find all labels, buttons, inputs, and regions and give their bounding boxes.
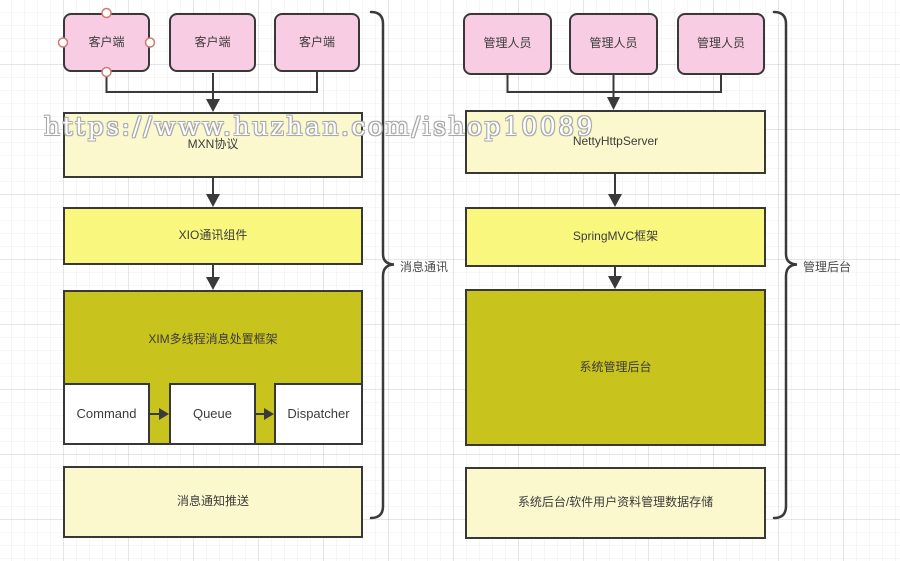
data-storage-label: 系统后台/软件用户资料管理数据存储: [517, 495, 714, 510]
resize-handle[interactable]: [101, 66, 112, 78]
connector-clients-elbow[interactable]: [105, 72, 318, 100]
xio-component-node[interactable]: XIO通讯组件: [63, 207, 363, 265]
brace-label-admin: 管理后台: [803, 260, 852, 274]
dispatcher-node-label: Dispatcher: [287, 405, 350, 421]
system-admin-backend-label: 系统管理后台: [579, 359, 652, 374]
admin-node-label: 管理人员: [696, 36, 745, 51]
client-node[interactable]: 客户端: [63, 13, 150, 72]
arrowhead-icon: [608, 276, 622, 289]
message-push-node[interactable]: 消息通知推送: [63, 466, 363, 538]
mxn-protocol-label: MXN协议: [187, 137, 239, 152]
spring-mvc-node[interactable]: SpringMVC框架: [465, 207, 766, 267]
admin-node[interactable]: 管理人员: [677, 13, 765, 75]
admin-node-label: 管理人员: [589, 36, 638, 51]
arrowhead-icon: [206, 99, 220, 112]
admin-node-label: 管理人员: [483, 36, 532, 51]
watermark: https://www.huzhan.com/ishop10089: [44, 112, 596, 141]
spring-mvc-label: SpringMVC框架: [572, 229, 659, 244]
resize-handle[interactable]: [144, 37, 156, 48]
resize-handle[interactable]: [57, 37, 69, 48]
xim-framework-label: XIM多线程消息处置框架: [148, 332, 278, 346]
brace-right[interactable]: [772, 10, 798, 520]
client-node-label: 客户端: [194, 34, 231, 49]
arrowhead-icon: [159, 408, 169, 420]
arrowhead-icon: [264, 408, 274, 420]
command-node-label: Command: [76, 405, 137, 421]
message-push-label: 消息通知推送: [176, 494, 249, 509]
mxn-protocol-node[interactable]: MXN协议: [63, 112, 363, 178]
system-admin-backend-node[interactable]: 系统管理后台: [465, 289, 766, 446]
netty-http-server-node[interactable]: NettyHttpServer: [465, 110, 766, 174]
xio-component-label: XIO通讯组件: [178, 228, 248, 243]
queue-node[interactable]: Queue: [169, 383, 256, 445]
client-node[interactable]: 客户端: [169, 13, 256, 72]
netty-http-server-label: NettyHttpServer: [572, 134, 659, 149]
data-storage-node[interactable]: 系统后台/软件用户资料管理数据存储: [465, 467, 766, 539]
connector-admins-elbow[interactable]: [506, 75, 722, 98]
arrowhead-icon: [206, 194, 220, 207]
brace-label-messaging: 消息通讯: [400, 260, 449, 274]
client-node-label: 客户端: [298, 34, 335, 49]
arrowhead-icon: [608, 194, 622, 207]
dispatcher-node[interactable]: Dispatcher: [274, 383, 363, 445]
admin-node[interactable]: 管理人员: [463, 13, 552, 75]
arrowhead-icon: [607, 97, 620, 110]
command-node[interactable]: Command: [63, 383, 150, 445]
arrowhead-icon: [206, 277, 220, 290]
brace-left[interactable]: [369, 10, 395, 520]
queue-node-label: Queue: [192, 405, 233, 421]
client-node[interactable]: 客户端: [274, 13, 360, 72]
selection-handles: [57, 7, 156, 78]
resize-handle[interactable]: [101, 7, 112, 19]
admin-node[interactable]: 管理人员: [569, 13, 658, 75]
client-node-label: 客户端: [88, 34, 125, 49]
